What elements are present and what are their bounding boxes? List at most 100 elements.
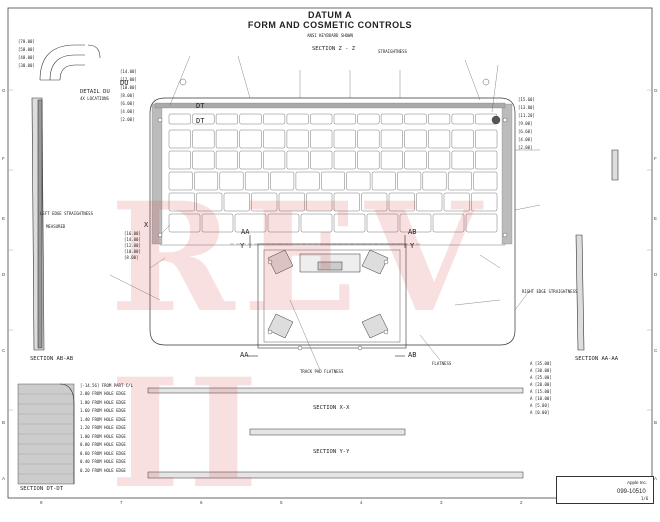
- dimension-label: 0.80 FROM HOLE EDGE: [80, 442, 126, 447]
- key: [371, 171, 396, 191]
- key: [380, 113, 403, 125]
- datum-dt-top: DT: [196, 102, 205, 110]
- key: [346, 171, 371, 191]
- detail-du-label: DETAIL DU: [80, 89, 110, 95]
- key: [168, 150, 191, 170]
- dimension-label: [40.00]: [18, 55, 35, 60]
- key: [270, 171, 295, 191]
- key: [244, 171, 269, 191]
- dimension-label: [2.00]: [518, 145, 533, 150]
- dimension-label: A [25.00]: [530, 375, 552, 380]
- row-zone-letter: C: [654, 348, 658, 353]
- key: [432, 213, 465, 233]
- dimension-label: [2.00]: [120, 117, 135, 122]
- row-zone-letter: A: [2, 476, 6, 481]
- note-straightness-top: STRAIGHTNESS: [378, 49, 407, 54]
- key: [263, 129, 286, 149]
- column-zone-number: 8: [40, 500, 43, 505]
- key: [465, 213, 498, 233]
- dimension-label: A [0.00]: [530, 410, 550, 415]
- datum-y-left: Y: [240, 242, 245, 250]
- key: [286, 129, 309, 149]
- key: [168, 129, 191, 149]
- column-zone-number: 6: [200, 500, 203, 505]
- key: [397, 171, 422, 191]
- trackpad-pads: [267, 249, 389, 339]
- row-zone-letter: B: [654, 420, 658, 425]
- key: [239, 129, 262, 149]
- dimension-label: 1.80 FROM HOLE EDGE: [80, 399, 126, 405]
- key: [475, 129, 498, 149]
- key: [333, 150, 356, 170]
- row-zone-letter: C: [2, 348, 6, 353]
- dimension-label: [6.00]: [120, 101, 135, 106]
- datum-aa-bottom: AA: [240, 351, 249, 359]
- column-zone-number: 7: [120, 500, 123, 505]
- key: [263, 113, 286, 125]
- row-zone-letter: G: [654, 88, 658, 93]
- column-zone-number: 5: [280, 500, 283, 505]
- dimension-label: [12.00]: [120, 77, 137, 82]
- column-zone-number: 2: [520, 500, 523, 505]
- dimension-label: [10.00]: [124, 249, 141, 254]
- dimension-label: [4.00]: [120, 109, 135, 114]
- key: [300, 213, 333, 233]
- key: [451, 150, 474, 170]
- company-name: Apple Inc.: [627, 480, 648, 485]
- key: [422, 171, 447, 191]
- dimension-label: 1.60 FROM HOLE EDGE: [80, 408, 126, 413]
- key: [321, 171, 345, 191]
- drawing-sheet: [7, 7, 653, 499]
- key: [219, 171, 244, 191]
- key: [428, 129, 451, 149]
- key: [310, 129, 333, 149]
- side-hatching: [151, 102, 513, 245]
- dimension-label: A [5.00]: [530, 403, 550, 408]
- dimension-label: [30.00]: [18, 63, 35, 68]
- dimension-label: [11.20]: [518, 113, 535, 118]
- row-zone-letter: D: [2, 272, 6, 277]
- section-yy-label: SECTION Y-Y: [313, 449, 350, 455]
- key: [380, 129, 403, 149]
- row-zone-letter: F: [2, 156, 5, 161]
- note-front-part: [-14.56] FROM PART C/L: [80, 383, 133, 388]
- dimension-label: [70.00]: [18, 39, 35, 44]
- row-zone-letter: E: [2, 216, 6, 221]
- note-track-pad: TRACK PAD FLATNESS: [300, 369, 344, 374]
- dimension-label: [4.00]: [518, 137, 533, 142]
- key: [201, 213, 234, 233]
- row-zone-letter: E: [654, 216, 658, 221]
- key: [443, 192, 470, 212]
- dimension-label: [6.60]: [518, 129, 533, 134]
- datum-ab-top: AB: [408, 228, 417, 236]
- key: [404, 113, 427, 125]
- row-zone-letter: G: [2, 88, 6, 93]
- side-section-profiles: [31, 97, 619, 351]
- key: [428, 150, 451, 170]
- dimension-label: A [15.00]: [530, 389, 552, 394]
- dimension-label: 1.40 FROM HOLE EDGE: [80, 416, 126, 422]
- section-dt-view: [17, 383, 75, 485]
- key: [278, 192, 305, 212]
- dimension-label: 2.00 FROM HOLE EDGE: [80, 391, 126, 396]
- note-right-edge: RIGHT EDGE STRAIGHTNESS: [522, 289, 578, 294]
- key: [223, 192, 250, 212]
- section-ab-label: SECTION AB-AB: [30, 356, 74, 362]
- note-measured: MEASURED: [46, 224, 66, 229]
- key: [448, 171, 472, 191]
- datum-dt-bottom: DT: [196, 117, 205, 125]
- datum-x: X: [144, 221, 149, 229]
- dimension-label: [8.00]: [120, 93, 135, 98]
- dimension-label: A [35.00]: [530, 361, 552, 366]
- datum-title: DATUM A: [308, 10, 352, 20]
- note-flatness: FLATNESS: [432, 361, 452, 366]
- key: [428, 113, 451, 125]
- key: [333, 213, 366, 233]
- dimension-label: [10.00]: [120, 85, 137, 90]
- dimension-label: 1.20 FROM HOLE EDGE: [80, 425, 126, 430]
- detail-du-sub: 4X LOCATIONS: [80, 96, 109, 101]
- key: [473, 171, 498, 191]
- section-zz-label: SECTION Z - Z: [312, 46, 356, 52]
- dimension-label: [50.00]: [18, 47, 35, 52]
- section-aa-label: SECTION AA-AA: [575, 356, 619, 362]
